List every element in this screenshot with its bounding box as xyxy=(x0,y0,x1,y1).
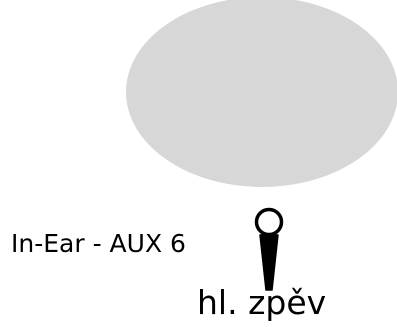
lead-vocal-label: hl. zpěv xyxy=(197,283,327,322)
performer-area-ellipse xyxy=(126,0,397,187)
in-ear-monitor-label: In-Ear - AUX 6 xyxy=(11,229,186,258)
handheld-microphone-icon xyxy=(254,207,284,291)
